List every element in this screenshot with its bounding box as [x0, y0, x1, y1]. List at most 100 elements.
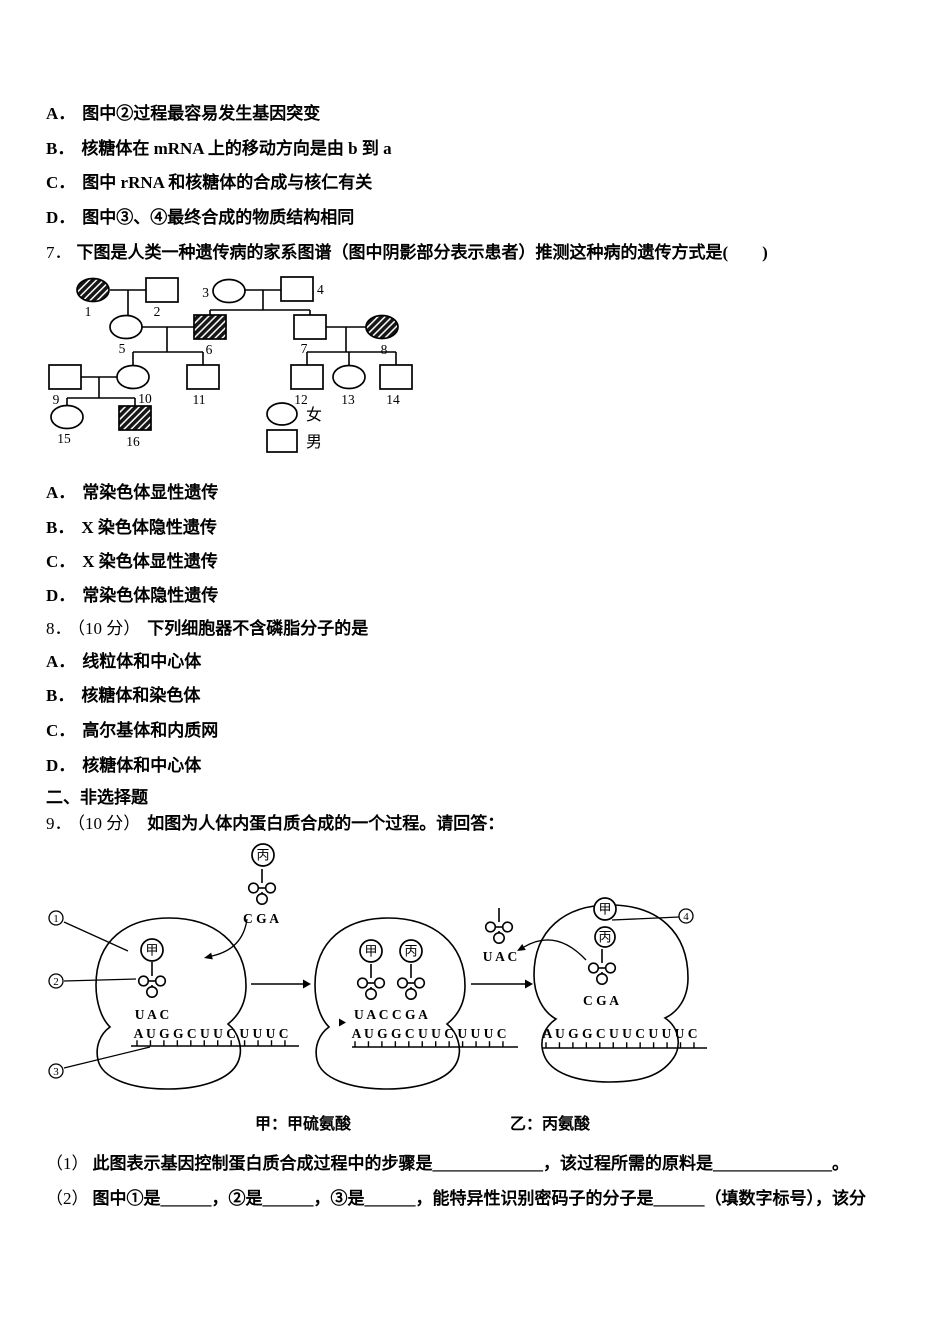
pedigree-legend: 女 男	[266, 402, 322, 453]
option-letter: B．	[46, 686, 75, 705]
amino-jia-stage3	[593, 897, 617, 921]
amino-jia-stage2	[359, 939, 383, 963]
member-number-6: 6	[206, 342, 213, 357]
option-text: 核糖体和中心体	[82, 756, 202, 775]
member-number-2: 2	[154, 304, 161, 319]
option-text: X 染色体隐性遗传	[81, 518, 217, 537]
anticodon-stage1: U A C	[135, 1007, 170, 1022]
question-text: 下列细胞器不含磷脂分子的是	[147, 619, 369, 638]
q7-option-b: B． X 染色体隐性遗传	[46, 518, 217, 537]
mrna-strand-3: A U G G C U U C U U U C	[542, 1026, 707, 1049]
sub-text: 图中①是______，②是______，③是______，能特异性识别密码子的分…	[92, 1189, 867, 1208]
q8-option-a: A．线粒体和中心体	[46, 652, 201, 671]
trna-icon-incoming	[247, 868, 277, 906]
female-symbol-10	[116, 364, 150, 390]
anticodon-incoming: C G A	[243, 911, 279, 926]
ribosome-2	[314, 917, 466, 1090]
option-text: 常染色体隐性遗传	[82, 586, 219, 605]
trna-icon-released	[484, 907, 514, 945]
legend-male-label: 男	[306, 434, 322, 451]
q8-option-d: D． 核糖体和中心体	[46, 756, 201, 775]
sub-text: 此图表示基因控制蛋白质合成过程中的步骤是_____________，该过程所需的…	[92, 1154, 850, 1173]
option-letter: D．	[46, 756, 76, 775]
svg-text:4: 4	[683, 911, 689, 923]
stage-arrow-2-3	[471, 979, 533, 989]
mrna-sequence: A U G G C U U C U U U C	[352, 1026, 507, 1041]
option-letter: C．	[46, 173, 76, 192]
q7-option-c: C． X 染色体显性遗传	[46, 552, 218, 571]
option-text: 图中②过程最容易发生基因突变	[82, 104, 321, 123]
option-letter: A．	[46, 483, 76, 502]
option-text: 高尔基体和内质网	[82, 721, 219, 740]
stage-arrow-1-2	[251, 979, 311, 989]
question-number: 7．	[46, 243, 72, 262]
sub-number: （1）	[46, 1154, 89, 1173]
option-letter: C．	[46, 552, 76, 571]
amino-jia-stage1	[140, 938, 164, 962]
question-text: 如图为人体内蛋白质合成的一个过程。请回答：	[147, 814, 505, 833]
caption-jia: 甲：甲硫氨酸	[255, 1116, 352, 1133]
label-1: 1	[48, 910, 129, 952]
amino-label: 丙	[256, 848, 269, 863]
label-3: 3	[48, 1046, 151, 1079]
member-number-3: 3	[202, 285, 209, 300]
option-text: 图中 rRNA 和核糖体的合成与核仁有关	[82, 173, 373, 192]
q8-option-b: B． 核糖体和染色体	[46, 686, 200, 705]
score-tag: （10 分）	[76, 814, 141, 833]
question-number: 9．	[46, 814, 72, 833]
affected-female-symbol-8	[365, 314, 399, 340]
q6-option-d: D．图中③、④最终合成的物质结构相同	[46, 208, 354, 227]
label-2: 2	[48, 973, 137, 989]
member-number-16: 16	[126, 434, 140, 449]
amino-bing-stage2	[399, 939, 423, 963]
q9-sub-2: （2）图中①是______，②是______，③是______，能特异性识别密码…	[46, 1189, 866, 1208]
male-symbol-11	[186, 364, 220, 390]
ribosome-movement-arrowhead	[339, 1018, 346, 1027]
male-symbol-9	[48, 364, 82, 390]
member-number-5: 5	[119, 341, 126, 356]
male-symbol-2	[145, 277, 179, 303]
option-letter: D．	[46, 208, 76, 227]
released-trna-arrow	[517, 939, 587, 961]
option-letter: B．	[46, 518, 75, 537]
q6-option-c: C． 图中 rRNA 和核糖体的合成与核仁有关	[46, 173, 372, 192]
anticodon-released: U A C	[483, 949, 518, 964]
question-text: 下图是人类一种遗传病的家系图谱（图中阴影部分表示患者）推测这种病的遗传方式是( …	[76, 243, 768, 262]
member-number-12: 12	[294, 392, 308, 407]
male-symbol-14	[379, 364, 413, 390]
amino-bing-free	[251, 843, 275, 867]
trna-icon-stage2-a	[356, 963, 386, 1001]
member-number-15: 15	[57, 431, 71, 446]
sub-number: （2）	[46, 1189, 89, 1208]
member-number-11: 11	[193, 392, 206, 407]
amino-label: 丙	[598, 930, 611, 945]
question-7: 7．下图是人类一种遗传病的家系图谱（图中阴影部分表示患者）推测这种病的遗传方式是…	[46, 243, 768, 262]
q8-option-c: C．高尔基体和内质网	[46, 721, 218, 740]
q7-option-a: A． 常染色体显性遗传	[46, 483, 218, 502]
amino-bing-stage3	[594, 926, 616, 948]
trna-icon-stage3	[587, 948, 617, 986]
section-2-title: 二、非选择题	[46, 788, 148, 807]
female-symbol-5	[109, 314, 143, 340]
member-number-14: 14	[386, 392, 400, 407]
option-text: 常染色体显性遗传	[82, 483, 219, 502]
mrna-sequence: A U G G C U U C U U U C	[543, 1026, 698, 1041]
score-tag: （10 分）	[76, 619, 141, 638]
legend-female-label: 女	[306, 405, 322, 424]
q9-sub-1: （1）此图表示基因控制蛋白质合成过程中的步骤是_____________，该过程…	[46, 1154, 849, 1173]
caption-yi: 乙：丙氨酸	[510, 1116, 591, 1133]
option-text: 核糖体在 mRNA 上的移动方向是由 b 到 a	[81, 139, 392, 158]
member-number-8: 8	[381, 342, 388, 357]
option-letter: B．	[46, 139, 75, 158]
q6-option-b: B． 核糖体在 mRNA 上的移动方向是由 b 到 a	[46, 139, 392, 158]
anticodon-stage2: U A C C G A	[354, 1007, 428, 1022]
option-text: 核糖体和染色体	[81, 686, 201, 705]
option-text: X 染色体显性遗传	[82, 552, 218, 571]
question-number: 8．	[46, 619, 72, 638]
legend-male-symbol	[266, 429, 298, 453]
label-4: 4	[611, 908, 694, 924]
member-number-10: 10	[138, 391, 152, 406]
